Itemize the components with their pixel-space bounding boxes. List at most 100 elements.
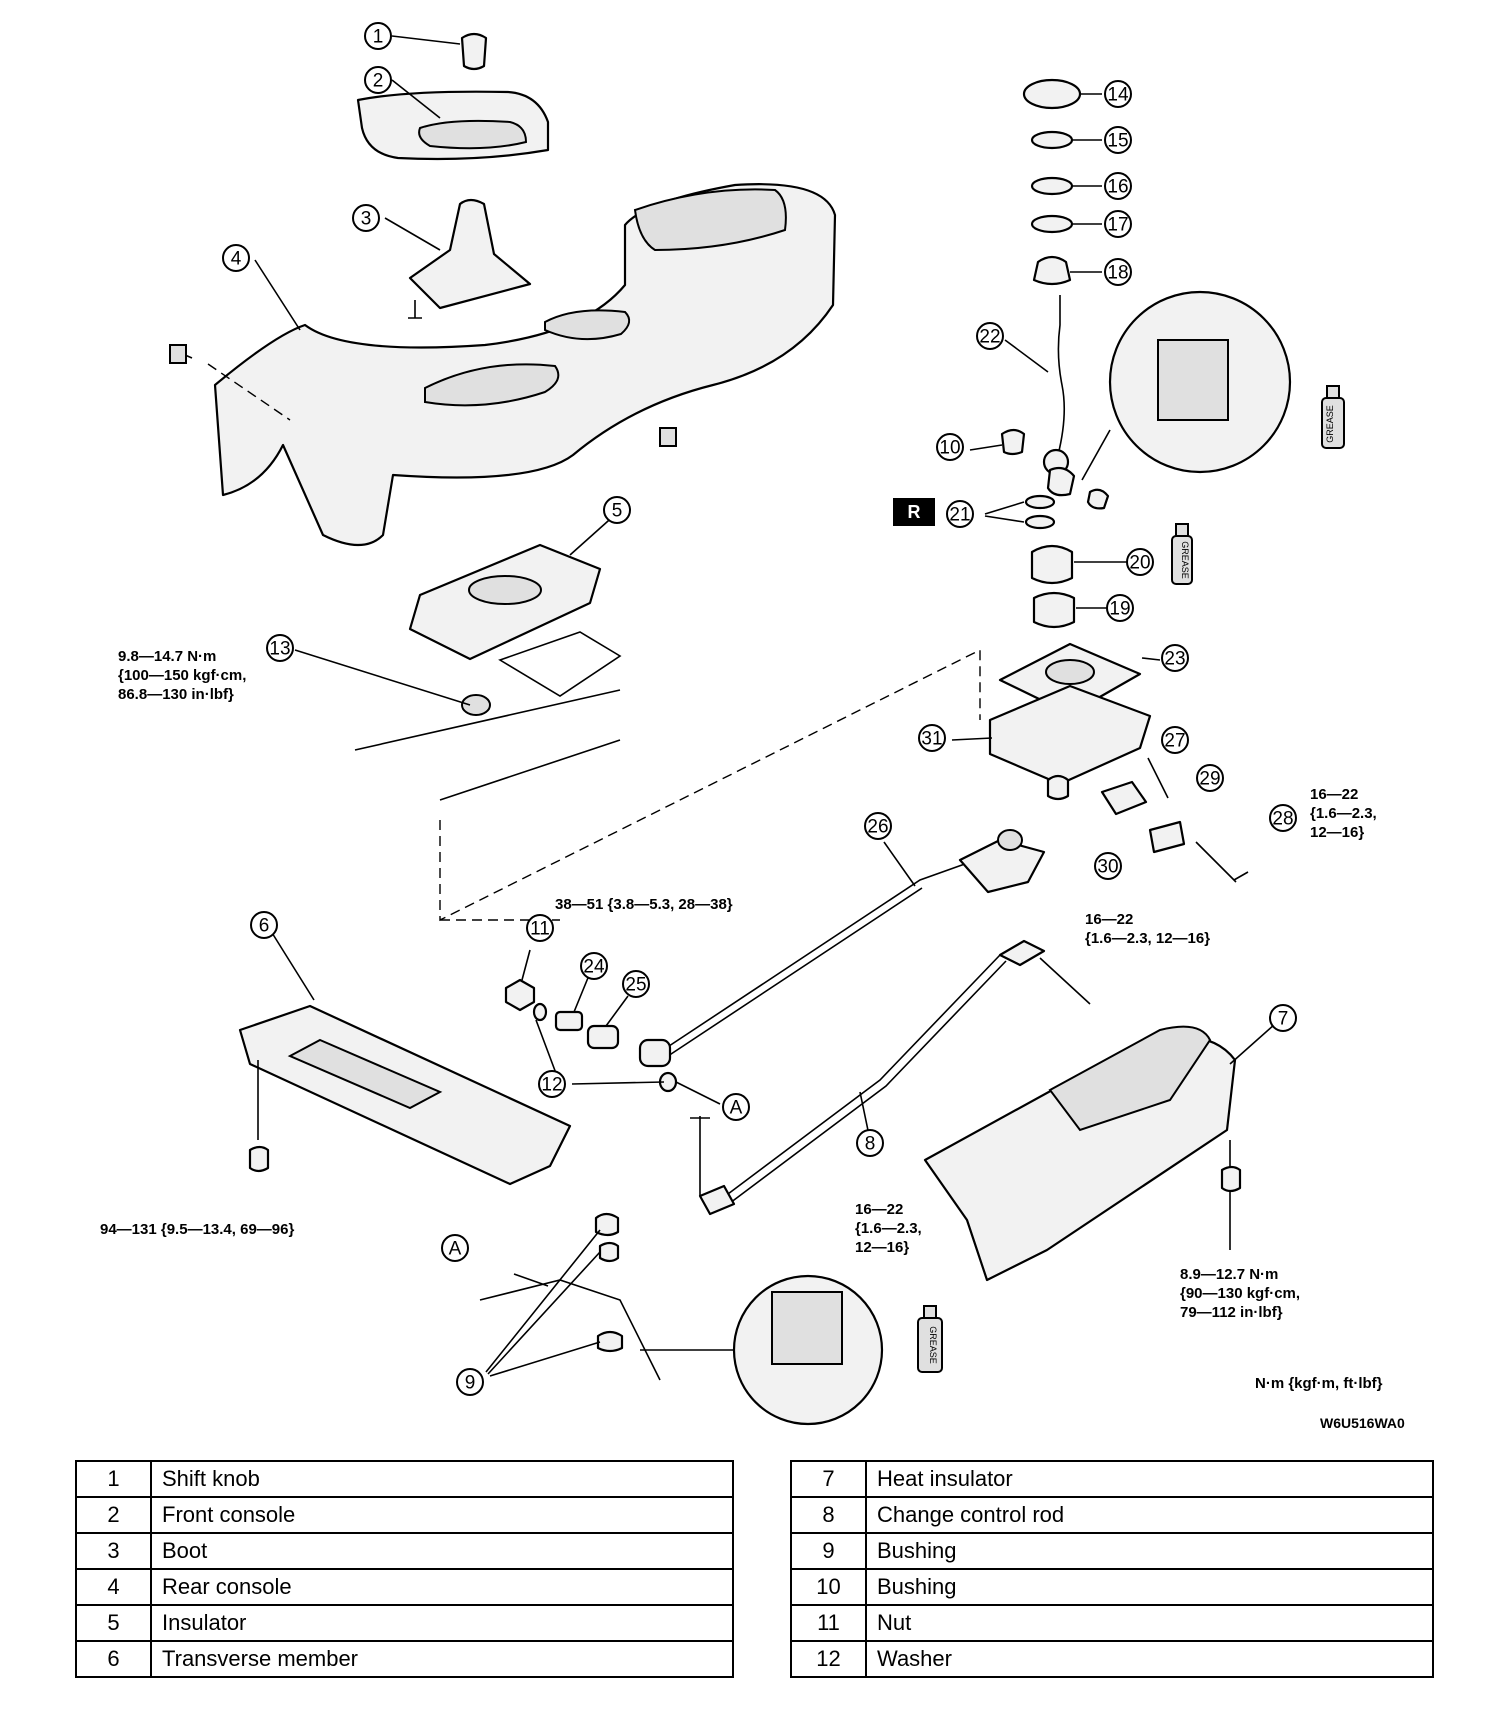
callout-circle [1269, 1004, 1297, 1032]
callout-circle [936, 433, 964, 461]
heat-insulator-part [923, 1023, 1276, 1282]
shift-lever-part [969, 295, 1110, 510]
grease-label-1: GREASE [1325, 405, 1335, 443]
rear-console-part [169, 183, 837, 546]
callout-number: 12 [541, 1075, 562, 1096]
part-number: 4 [75, 1568, 152, 1606]
torque-transverse-bolt: 94—131 {9.5—13.4, 69—96} [100, 1221, 295, 1238]
callout-circle [364, 22, 392, 50]
callout-number: 31 [921, 729, 942, 750]
callout-number: 21 [949, 505, 970, 526]
callout-26: 26 [864, 812, 892, 840]
callout-a2: A [441, 1234, 469, 1262]
transverse-member-part [238, 919, 572, 1186]
callout-3: 3 [352, 204, 380, 232]
callout-circle [250, 911, 278, 939]
part-name: Boot [150, 1532, 734, 1570]
callout-number: 26 [867, 817, 888, 838]
callout-24: 24 [580, 952, 608, 980]
callout-circle [222, 244, 250, 272]
part-number: 3 [75, 1532, 152, 1570]
callout-29: 29 [1196, 764, 1224, 792]
callout-number: 22 [979, 327, 1000, 348]
part-name: Transverse member [150, 1640, 734, 1678]
callout-8: 8 [856, 1129, 884, 1157]
callout-31: 31 [918, 724, 946, 752]
callout-number: 7 [1278, 1009, 1289, 1030]
unit-note: N·m {kgf·m, ft·lbf} [1255, 1375, 1383, 1392]
callout-9: 9 [456, 1368, 484, 1396]
callout-number: 2 [373, 71, 384, 92]
lower-bushing-area [479, 1212, 740, 1381]
callout-number: 14 [1107, 85, 1129, 106]
shift-plate-parts [951, 642, 1161, 786]
small-hardware [504, 949, 721, 1105]
part-number: 8 [790, 1496, 867, 1534]
callout-circle [1269, 804, 1297, 832]
callout-circle [976, 322, 1004, 350]
callout-circle [622, 970, 650, 998]
callout-number: 5 [612, 501, 623, 522]
part-name: Bushing [865, 1532, 1434, 1570]
callout-12: 12 [538, 1070, 566, 1098]
callout-circle [456, 1368, 484, 1396]
callout-number: 10 [939, 438, 960, 459]
callout-18: 18 [1104, 258, 1132, 286]
exploded-parts-diagram: 1234567891011121314151617181920212223242… [169, 22, 1345, 1426]
callout-circle [266, 634, 294, 662]
callout-13: 13 [266, 634, 294, 662]
callout-4: 4 [222, 244, 250, 272]
callout-15: 15 [1104, 126, 1132, 154]
callout-number: 3 [361, 209, 372, 230]
callout-circle [364, 66, 392, 94]
part-number: 1 [75, 1460, 152, 1498]
callout-7: 7 [1269, 1004, 1297, 1032]
callout-circle [864, 812, 892, 840]
part-name: Heat insulator [865, 1460, 1434, 1498]
grease-detail-upper [1081, 290, 1345, 481]
callout-circle [538, 1070, 566, 1098]
callout-circle [1126, 548, 1154, 576]
callout-11: 11 [526, 914, 554, 942]
callout-number: 11 [530, 919, 550, 940]
grease-labels: GREASE GREASE GREASE [928, 405, 1335, 1364]
callout-number: A [730, 1098, 743, 1119]
boot-part [384, 198, 532, 319]
part-name: Rear console [150, 1568, 734, 1606]
callout-number: 24 [583, 957, 605, 978]
callout-number: 29 [1199, 769, 1220, 790]
callout-number: 23 [1164, 649, 1185, 670]
callout-number: 19 [1109, 599, 1130, 620]
callout-10: 10 [936, 433, 964, 461]
upper-stack-parts [1022, 78, 1102, 286]
grease-detail-lower [732, 1274, 943, 1426]
callout-number: 13 [269, 639, 290, 660]
shift-knob-part [391, 32, 488, 71]
torque-shift-bolt: 16—22 {1.6—2.3, 12—16} [1310, 786, 1377, 841]
callout-14: 14 [1104, 80, 1132, 108]
callout-number: 4 [231, 249, 242, 270]
callout-circle [1104, 126, 1132, 154]
callout-circle [856, 1129, 884, 1157]
callout-circle [722, 1093, 750, 1121]
callout-30: 30 [1094, 852, 1122, 880]
callout-17: 17 [1104, 210, 1132, 238]
part-number: 11 [790, 1604, 867, 1642]
grease-label-3: GREASE [928, 1326, 938, 1364]
part-number: 2 [75, 1496, 152, 1534]
part-name: Front console [150, 1496, 734, 1534]
callout-circle [946, 500, 974, 528]
callout-28: 28 [1269, 804, 1297, 832]
part-number: 12 [790, 1640, 867, 1678]
part-name: Washer [865, 1640, 1434, 1678]
